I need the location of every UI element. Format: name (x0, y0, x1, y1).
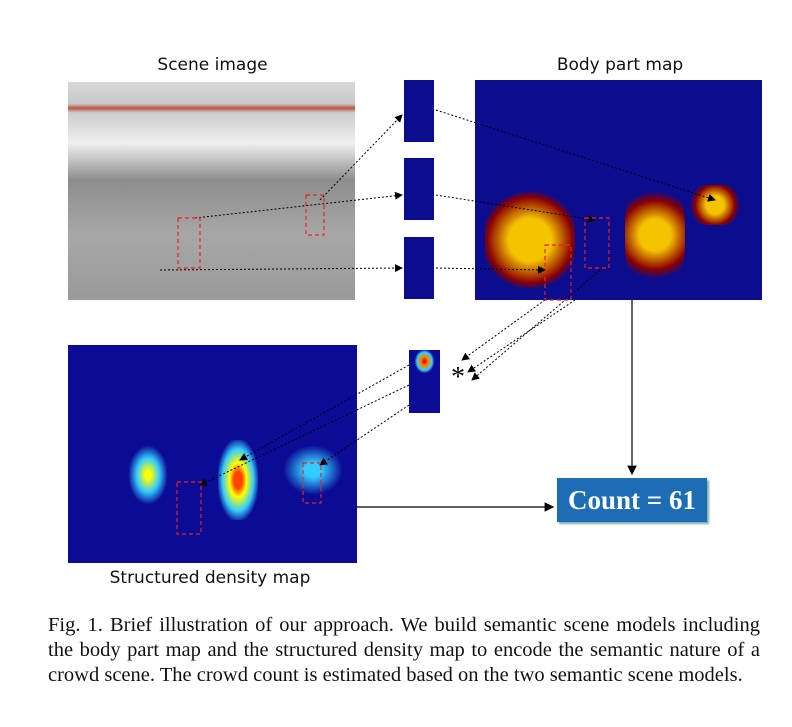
body-part-map (475, 80, 762, 300)
body-part-thumbnail (404, 80, 434, 142)
density-kernel (409, 350, 440, 413)
body-part-map-label: Body part map (556, 55, 684, 75)
density-map-label: Structured density map (109, 568, 311, 588)
count-box: Count = 61 (557, 478, 707, 522)
scene-image (68, 82, 355, 300)
body-part-thumbnail (404, 158, 434, 220)
structured-density-map (68, 345, 357, 563)
scene-image-label: Scene image (157, 55, 268, 75)
body-part-thumbnail (404, 237, 434, 299)
convolution-symbol: * (451, 362, 465, 393)
figure-caption: Fig. 1. Brief illustration of our approa… (48, 614, 760, 686)
